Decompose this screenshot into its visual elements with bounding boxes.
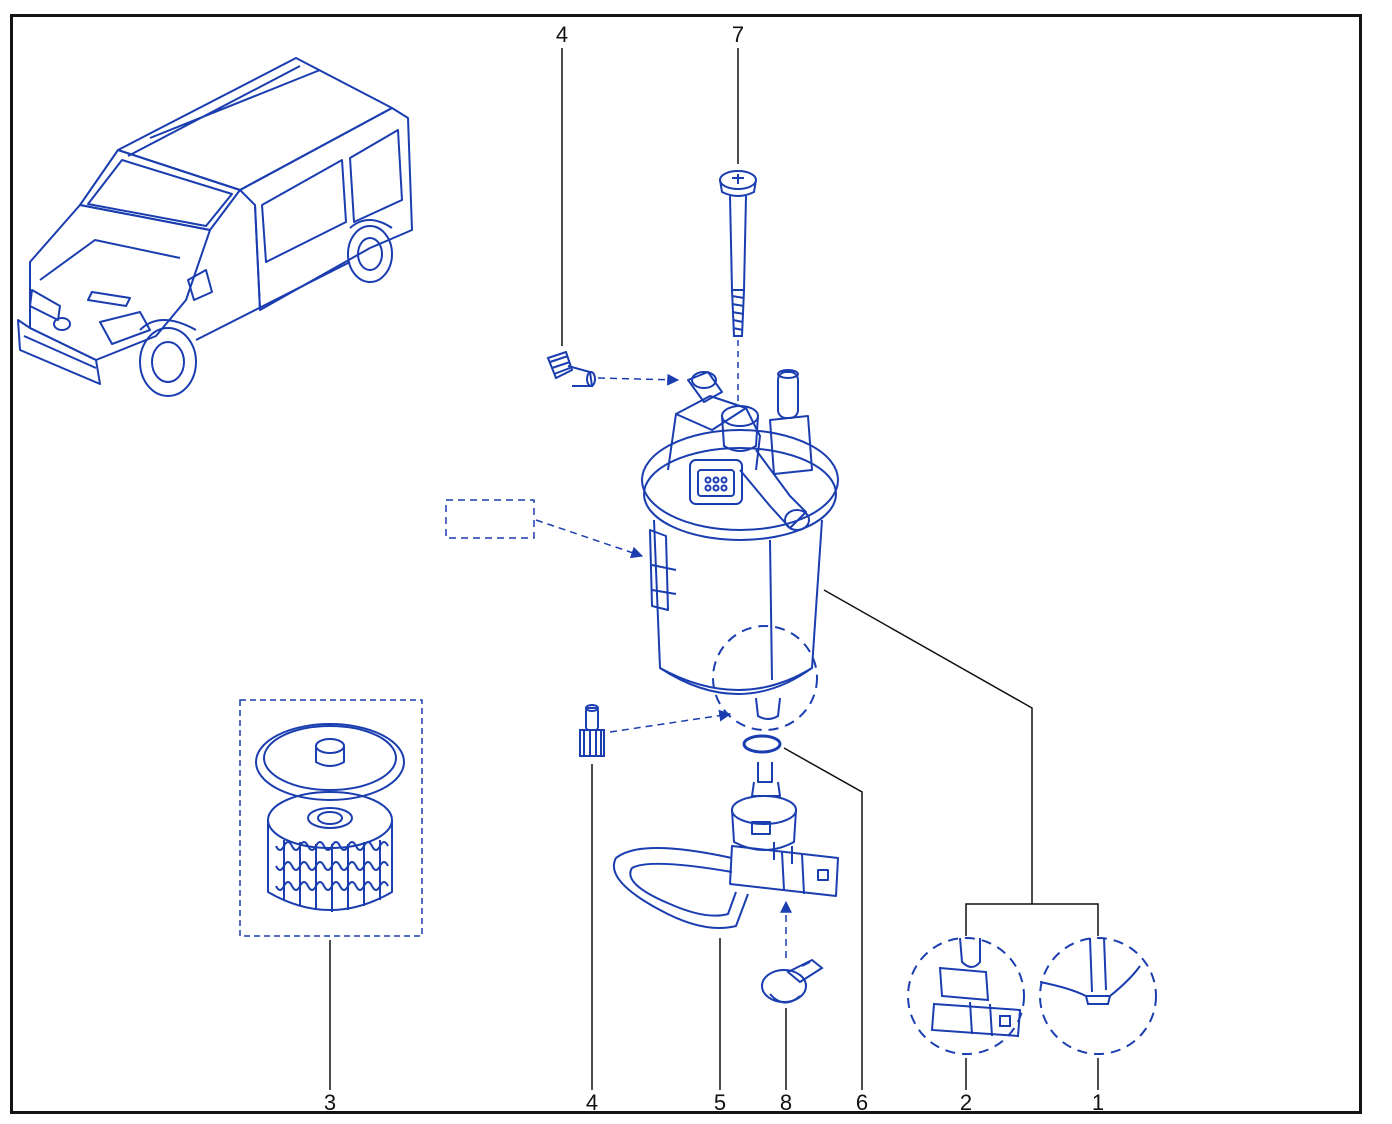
arrow-screw-top: [597, 373, 680, 386]
o-ring: [742, 734, 782, 754]
callout-6: 6: [856, 1090, 868, 1115]
callout-8: 8: [780, 1090, 792, 1115]
sensor-clip: [761, 958, 824, 1004]
callout-5: 5: [714, 1090, 726, 1115]
detail-circle-housing: [712, 625, 818, 731]
label-placeholder-box: [445, 499, 535, 539]
filter-kit-box: [239, 699, 423, 937]
filter-cartridge: [255, 723, 405, 912]
callout-3: 3: [324, 1090, 336, 1115]
leader-lines: [329, 48, 1099, 1090]
bleed-screw-bottom: [579, 704, 605, 757]
arrow-screw-bottom: [609, 709, 732, 733]
detail-view-1: [1039, 937, 1157, 1055]
arrow-label-box: [535, 519, 644, 559]
detail-view-2: [907, 937, 1025, 1055]
van-illustration: [17, 57, 413, 397]
callout-4-top: 4: [556, 22, 568, 47]
callout-7: 7: [732, 22, 744, 47]
callout-1: 1: [1092, 1090, 1104, 1115]
long-bolt: [719, 170, 757, 337]
fuel-filter-housing: [641, 369, 839, 695]
diagram-frame: [10, 14, 1362, 1114]
bleed-screw-top: [546, 350, 596, 387]
heater-sensor-assembly: [612, 762, 839, 929]
housing-drain-outlet: [755, 697, 781, 720]
callout-4-bottom: 4: [586, 1090, 598, 1115]
callout-2: 2: [960, 1090, 972, 1115]
